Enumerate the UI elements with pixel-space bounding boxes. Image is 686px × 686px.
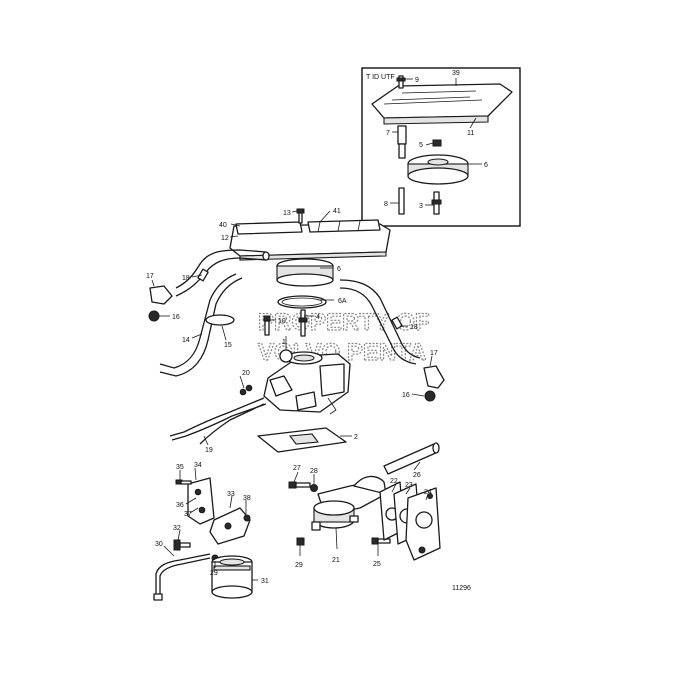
callout-39: 39 — [452, 70, 460, 77]
callout-9: 9 — [415, 77, 419, 84]
hose-right-18 — [339, 279, 421, 365]
screws-20 — [239, 384, 253, 396]
hose-clamp-left — [197, 268, 209, 282]
leader-lines — [151, 210, 433, 581]
bolt-27 — [288, 481, 311, 489]
inset-filter-element-6 — [407, 154, 469, 185]
callout-6a: 6A — [338, 298, 347, 305]
callout-26: 26 — [413, 472, 421, 479]
callout-33: 33 — [227, 491, 235, 498]
callout-18-left: 18 — [182, 275, 190, 282]
hose-clamp-15 — [205, 314, 235, 326]
hose-clamp-right — [391, 316, 403, 330]
watermark-line-1: PROPERTY OF — [258, 309, 430, 336]
fuel-line-30 — [153, 553, 211, 601]
callout-40: 40 — [219, 222, 227, 229]
inset-nut-5 — [432, 139, 442, 147]
bracket-34 — [187, 477, 215, 525]
filter-head-33 — [209, 507, 251, 545]
callout-25: 25 — [373, 561, 381, 568]
carburetor-gasket-2 — [257, 427, 347, 453]
callout-5: 5 — [419, 142, 423, 149]
inset-air-cleaner-cover — [371, 83, 513, 125]
callout-24: 24 — [424, 489, 432, 496]
callout-23: 23 — [405, 482, 413, 489]
callout-13: 13 — [283, 210, 291, 217]
callout-22: 22 — [390, 478, 398, 485]
callout-18-right: 18 — [410, 324, 418, 331]
callout-19: 19 — [205, 447, 213, 454]
callout-7: 7 — [386, 130, 390, 137]
callout-28: 28 — [310, 468, 318, 475]
callout-20: 20 — [242, 370, 250, 377]
push-rod-26 — [383, 442, 440, 475]
callout-35: 35 — [176, 464, 184, 471]
callout-labels: 40 12 13 41 6 6A 4 10 17 18 16 14 15 18 … — [146, 208, 438, 585]
callout-8: 8 — [384, 201, 388, 208]
callout-14: 14 — [182, 337, 190, 344]
callout-3: 3 — [419, 203, 423, 210]
inset-stud-8 — [398, 187, 405, 215]
callout-15: 15 — [224, 342, 232, 349]
screw-35 — [175, 479, 192, 485]
air-cleaner-cover-12 — [229, 219, 391, 261]
inset-title: T ID UTF — [366, 74, 395, 81]
inset-panel: T ID UTF — [361, 67, 521, 227]
callout-17-left: 17 — [146, 273, 154, 280]
hose-left-lower-14 — [159, 273, 243, 377]
bolt-13 — [296, 208, 305, 224]
bolt-10 — [263, 315, 271, 336]
fuel-line-19 — [169, 397, 267, 445]
fuel-filter-31 — [211, 555, 253, 599]
inset-spacer-7 — [397, 125, 407, 159]
figure-number: 11296 — [452, 585, 471, 592]
fitting-32 — [173, 539, 191, 551]
callout-34: 34 — [194, 462, 202, 469]
pcv-valve-17-left — [148, 285, 173, 322]
callout-36: 36 — [176, 502, 184, 509]
air-filter-element-6 — [276, 258, 334, 287]
inset-stud-9 — [396, 75, 406, 89]
carburetor-1 — [263, 336, 351, 415]
inset-stud-3 — [431, 191, 442, 215]
callout-17-right: 17 — [430, 350, 438, 357]
callout-27: 27 — [293, 465, 301, 472]
callout-38: 38 — [243, 495, 251, 502]
callout-12: 12 — [221, 235, 229, 242]
callout-2: 2 — [354, 434, 358, 441]
callout-16-right: 16 — [402, 392, 410, 399]
callout-29-right: 29 — [295, 562, 303, 569]
stud-4 — [298, 309, 308, 337]
callout-6-main: 6 — [337, 266, 341, 273]
callout-37: 37 — [184, 511, 192, 518]
washer-28 — [310, 484, 318, 492]
callout-11: 11 — [467, 130, 474, 137]
fuel-pump-21 — [311, 475, 387, 531]
callout-16-left: 16 — [172, 314, 180, 321]
callout-6-inset: 6 — [484, 162, 488, 169]
callout-21: 21 — [332, 557, 340, 564]
pcv-valve-17-right — [423, 365, 445, 402]
callout-32: 32 — [173, 525, 181, 532]
plug-38 — [243, 514, 251, 522]
callout-41: 41 — [333, 208, 341, 215]
hose-left-upper-18 — [175, 249, 270, 297]
adapter-24 — [405, 487, 441, 561]
callout-29-left: 29 — [210, 570, 218, 577]
callout-10: 10 — [278, 318, 286, 325]
callout-4: 4 — [316, 314, 320, 321]
callout-30: 30 — [155, 541, 163, 548]
callout-31: 31 — [261, 578, 269, 585]
bolt-29-right — [296, 537, 305, 546]
inset-frame — [361, 67, 521, 227]
callout-1: 1 — [282, 339, 286, 346]
